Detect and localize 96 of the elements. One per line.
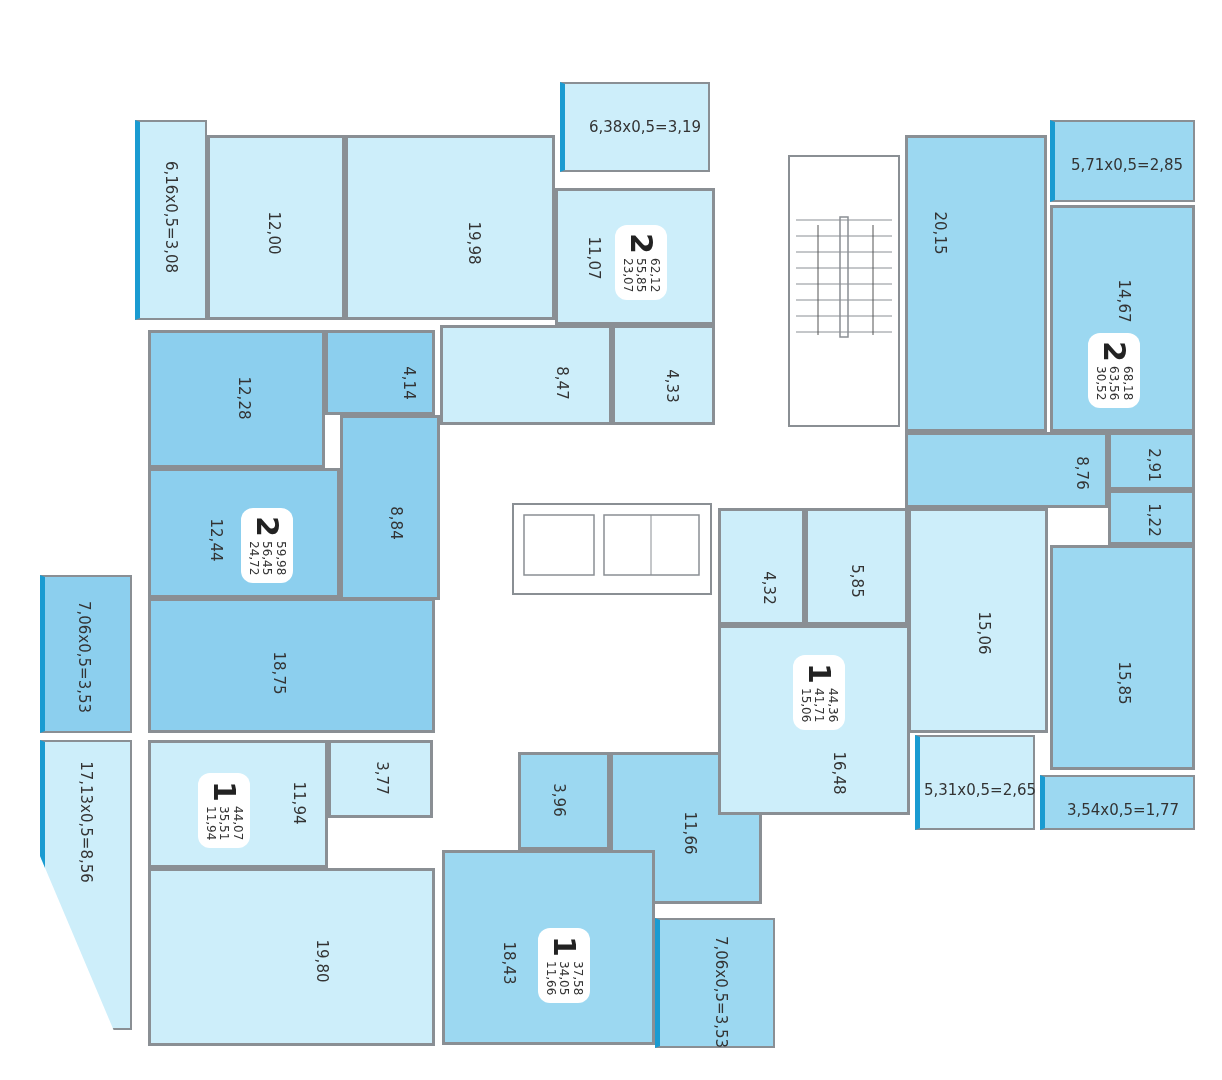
room [805,508,908,625]
room [148,468,340,598]
room-count: 2 [251,516,282,537]
room-area-label: 11,66 [681,811,697,855]
room [148,868,435,1046]
room [1050,205,1195,432]
apartment-badge [1088,333,1140,409]
balcony [560,82,710,172]
apartment-badge [241,508,293,584]
room-count: 1 [548,936,579,957]
room-area-label: 4,14 [400,366,416,400]
room [148,740,328,868]
room-area-label: 1,22 [1145,503,1161,537]
room-area-label: 20,15 [931,211,947,255]
room [1050,545,1195,770]
balcony [655,918,775,1048]
room [905,432,1108,508]
room [908,508,1048,733]
room-area-label: 14,67 [1115,279,1131,323]
room-area-label: 19,80 [313,939,329,983]
room [612,325,715,425]
room-area-label: 5,85 [848,564,864,598]
room-area-label: 11,94 [290,781,306,825]
apartment-badge [198,773,250,849]
balcony [1050,120,1195,202]
room-area-label: 8,47 [553,366,569,400]
room-area-label: 2,91 [1145,448,1161,482]
room-area-label: 18,43 [500,941,516,985]
room [345,135,555,320]
area-figure: 44,36 [825,687,839,723]
area-figure: 63,56 [1107,365,1121,401]
area-figure: 23,07 [621,257,635,293]
room [207,135,345,320]
balcony [915,735,1035,830]
area-figure: 24,72 [247,540,261,576]
room-count: 1 [803,663,834,684]
area-figure: 37,58 [570,960,584,996]
apartment-badge [538,928,590,1004]
room-area-label: 4,32 [760,571,776,605]
area-figure: 41,71 [812,687,826,723]
area-figure: 15,06 [799,687,813,723]
area-figure: 56,45 [260,540,274,576]
balcony [1040,775,1195,830]
room-area-label: 12,44 [207,518,223,562]
room [718,508,805,625]
room-area-label: 3,96 [550,783,566,817]
room-area-label: 8,84 [387,506,403,540]
room-area-label: 12,28 [235,376,251,420]
room-count: 2 [625,233,656,254]
room [148,598,435,733]
room [328,740,433,818]
area-figure: 59,98 [273,540,287,576]
area-figure: 30,52 [1094,365,1108,401]
room-area-label: 15,06 [975,611,991,655]
balcony [135,120,207,320]
area-figure: 44,07 [230,805,244,841]
area-figure: 11,66 [544,960,558,996]
apartment-badge [615,225,667,301]
room [1108,432,1195,490]
room [325,330,435,415]
room-area-label: 8,76 [1073,456,1089,490]
room-area-label: 15,85 [1115,661,1131,705]
balcony-area-label: 6,38x0,5=3,19 [588,119,702,135]
room-area-label: 19,98 [465,221,481,265]
room [148,330,325,468]
area-figure: 55,85 [634,257,648,293]
area-figure: 35,51 [217,805,231,841]
room [555,188,715,325]
balcony-area-label: 7,06x0,5=3,53 [75,600,91,714]
room-area-label: 4,33 [663,369,679,403]
room-area-label: 11,07 [585,236,601,280]
room [442,850,655,1045]
area-figure: 34,05 [557,960,571,996]
room-count: 1 [208,781,239,802]
room-area-label: 12,00 [265,211,281,255]
balcony-area-label: 5,31x0,5=2,65 [923,782,1037,798]
balcony-area-label: 17,13x0,5=8,56 [77,761,93,883]
apartment-badge [793,655,845,731]
balcony-area-label: 7,06x0,5=3,53 [712,935,728,1049]
area-figure: 62,12 [647,257,661,293]
room-area-label: 18,75 [270,651,286,695]
area-figure: 11,94 [204,805,218,841]
room [905,135,1047,432]
balcony-area-label: 6,16x0,5=3,08 [162,160,178,274]
room [1108,490,1195,545]
room-count: 2 [1098,341,1129,362]
room [440,325,612,425]
balcony-area-label: 3,54x0,5=1,77 [1066,802,1180,818]
room [518,752,610,850]
room-area-label: 16,48 [830,751,846,795]
room [718,625,910,815]
balcony-area-label: 5,71x0,5=2,85 [1070,157,1184,173]
room [340,415,440,600]
balcony [40,575,132,733]
area-figure: 68,18 [1120,365,1134,401]
room-area-label: 3,77 [373,761,389,795]
